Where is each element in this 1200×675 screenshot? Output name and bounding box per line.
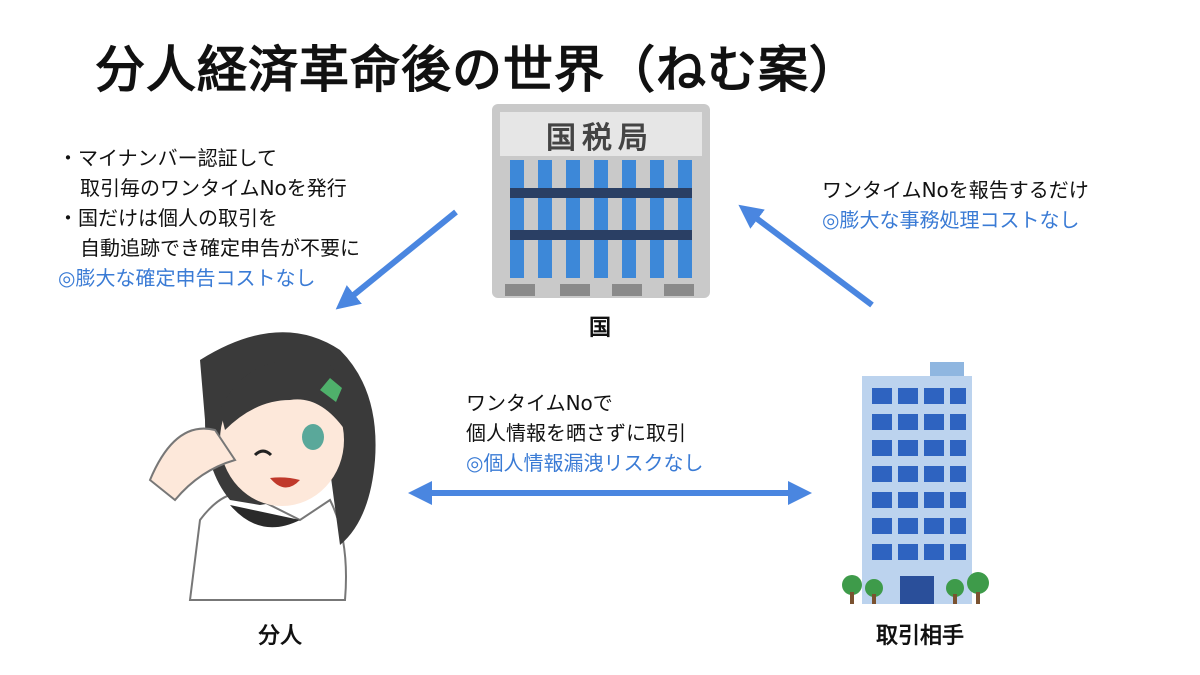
left-note-line-1: ・マイナンバー認証して (58, 146, 277, 170)
right-note-benefit: ◎膨大な事務処理コストなし (822, 208, 1080, 232)
right-note: ワンタイムNoを報告するだけ ◎膨大な事務処理コストなし (822, 175, 1089, 235)
right-note-line-1: ワンタイムNoを報告するだけ (822, 178, 1089, 202)
arrow-counterparty-to-government (738, 204, 874, 308)
girl-character-icon (148, 332, 376, 601)
left-note: ・マイナンバー認証して 取引毎のワンタイムNoを発行 ・国だけは個人の取引を 自… (58, 143, 360, 293)
middle-note-line-2: 個人情報を晒さずに取引 (466, 421, 686, 445)
left-note-line-4: 自動追跡でき確定申告が不要に (80, 236, 360, 260)
arrow-government-to-individual (335, 209, 458, 310)
government-label: 国 (588, 316, 611, 341)
left-note-benefit: ◎膨大な確定申告コストなし (58, 266, 316, 290)
left-note-line-2: 取引毎のワンタイムNoを発行 (80, 176, 347, 200)
middle-note-benefit: ◎個人情報漏洩リスクなし (466, 451, 704, 475)
page-title: 分人経済革命後の世界（ねむ案） (95, 41, 860, 99)
tax-office-sign: 国税局 (546, 121, 654, 156)
middle-note: ワンタイムNoで 個人情報を晒さずに取引 ◎個人情報漏洩リスクなし (466, 388, 703, 478)
tax-office-building-icon (492, 104, 710, 298)
individual-label: 分人 (257, 624, 302, 649)
counterparty-label: 取引相手 (875, 624, 964, 649)
office-tower-icon (842, 362, 989, 604)
middle-note-line-1: ワンタイムNoで (466, 391, 613, 415)
left-note-line-3: ・国だけは個人の取引を (58, 206, 278, 230)
